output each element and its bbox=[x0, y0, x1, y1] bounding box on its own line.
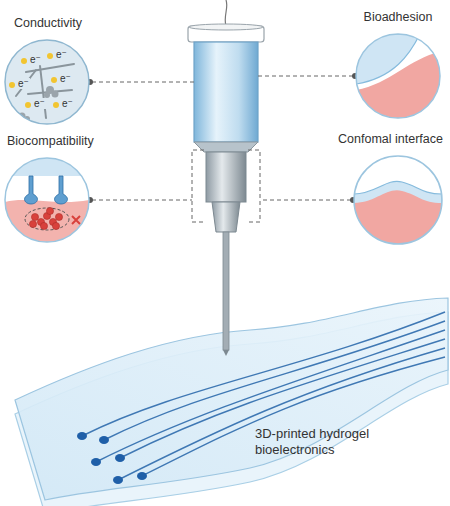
feature-circle: Conductivity bbox=[4, 14, 92, 126]
conductive-filler bbox=[26, 64, 74, 72]
tissue bbox=[354, 190, 442, 244]
electron-symbol: e⁻ bbox=[29, 54, 42, 65]
hydrogel-layer bbox=[5, 158, 89, 176]
syringe-needle bbox=[223, 232, 229, 350]
circle-content bbox=[5, 158, 89, 242]
feature-circle: Bioadhesion bbox=[354, 8, 442, 120]
tissue bbox=[5, 200, 89, 242]
syringe-cap-top bbox=[189, 24, 263, 30]
leader-dots bbox=[87, 73, 358, 203]
figure-label: 3D-printed hydrogel bioelectronics bbox=[255, 426, 390, 458]
electron-symbol: e⁻ bbox=[17, 78, 30, 89]
syringe-barrel bbox=[194, 42, 258, 142]
needle-tip bbox=[223, 350, 229, 356]
electron-symbol: e⁻ bbox=[59, 73, 72, 84]
circle-border bbox=[5, 40, 89, 124]
conductive-filler bbox=[40, 66, 46, 118]
electron-symbol: e⁻ bbox=[61, 98, 74, 109]
feature-heading: Confomal interface bbox=[338, 130, 443, 148]
cell bbox=[31, 213, 38, 220]
circle-content bbox=[354, 181, 442, 244]
circle-ground bbox=[356, 34, 440, 118]
circle-border bbox=[354, 156, 442, 244]
electron-dot bbox=[53, 102, 59, 108]
hydrogel-strand bbox=[55, 176, 68, 204]
electron-symbol: e⁻ bbox=[33, 98, 46, 109]
hydrogel-sheet-upper bbox=[15, 298, 448, 500]
electrode-traces bbox=[82, 312, 445, 480]
circle-border bbox=[5, 158, 89, 242]
circle-ground bbox=[354, 156, 442, 244]
cross-mark bbox=[72, 216, 80, 224]
conductive-filler bbox=[16, 70, 36, 96]
electron-dot bbox=[21, 58, 27, 64]
electrode-pads bbox=[77, 432, 147, 484]
electron-dot bbox=[9, 82, 15, 88]
circle-content bbox=[9, 53, 74, 122]
electron-dot bbox=[51, 77, 57, 83]
cell bbox=[52, 222, 59, 229]
circle-border bbox=[356, 34, 440, 118]
hydrogel-strand bbox=[25, 176, 38, 204]
electron-dot bbox=[25, 102, 31, 108]
cell bbox=[29, 220, 36, 227]
conductive-particle bbox=[52, 91, 59, 98]
cell bbox=[55, 213, 62, 220]
electron-dot bbox=[47, 53, 53, 59]
cable bbox=[225, 0, 227, 26]
circle-ground bbox=[5, 40, 89, 124]
dashed-region bbox=[25, 208, 69, 230]
feature-heading: Biocompatibility bbox=[7, 132, 94, 150]
circle-outline bbox=[3, 156, 91, 244]
feature-heading: Bioadhesion bbox=[364, 8, 433, 26]
syringe-body bbox=[206, 152, 246, 202]
circle-ground bbox=[5, 158, 89, 242]
syringe-nozzle bbox=[212, 202, 240, 232]
electron-symbol: e⁻ bbox=[55, 49, 68, 60]
leader-lines bbox=[92, 76, 353, 222]
circle-content bbox=[356, 34, 440, 118]
feature-circle: Confomal interface bbox=[335, 130, 446, 246]
circle-outline bbox=[352, 154, 444, 246]
cell bbox=[40, 222, 47, 229]
hydrogel-layer bbox=[354, 181, 442, 244]
feature-circle: Biocompatibility bbox=[4, 132, 97, 244]
tissue bbox=[356, 52, 440, 118]
feature-heading: Conductivity bbox=[14, 14, 82, 32]
cell bbox=[46, 207, 53, 214]
circle-outline bbox=[354, 32, 442, 120]
